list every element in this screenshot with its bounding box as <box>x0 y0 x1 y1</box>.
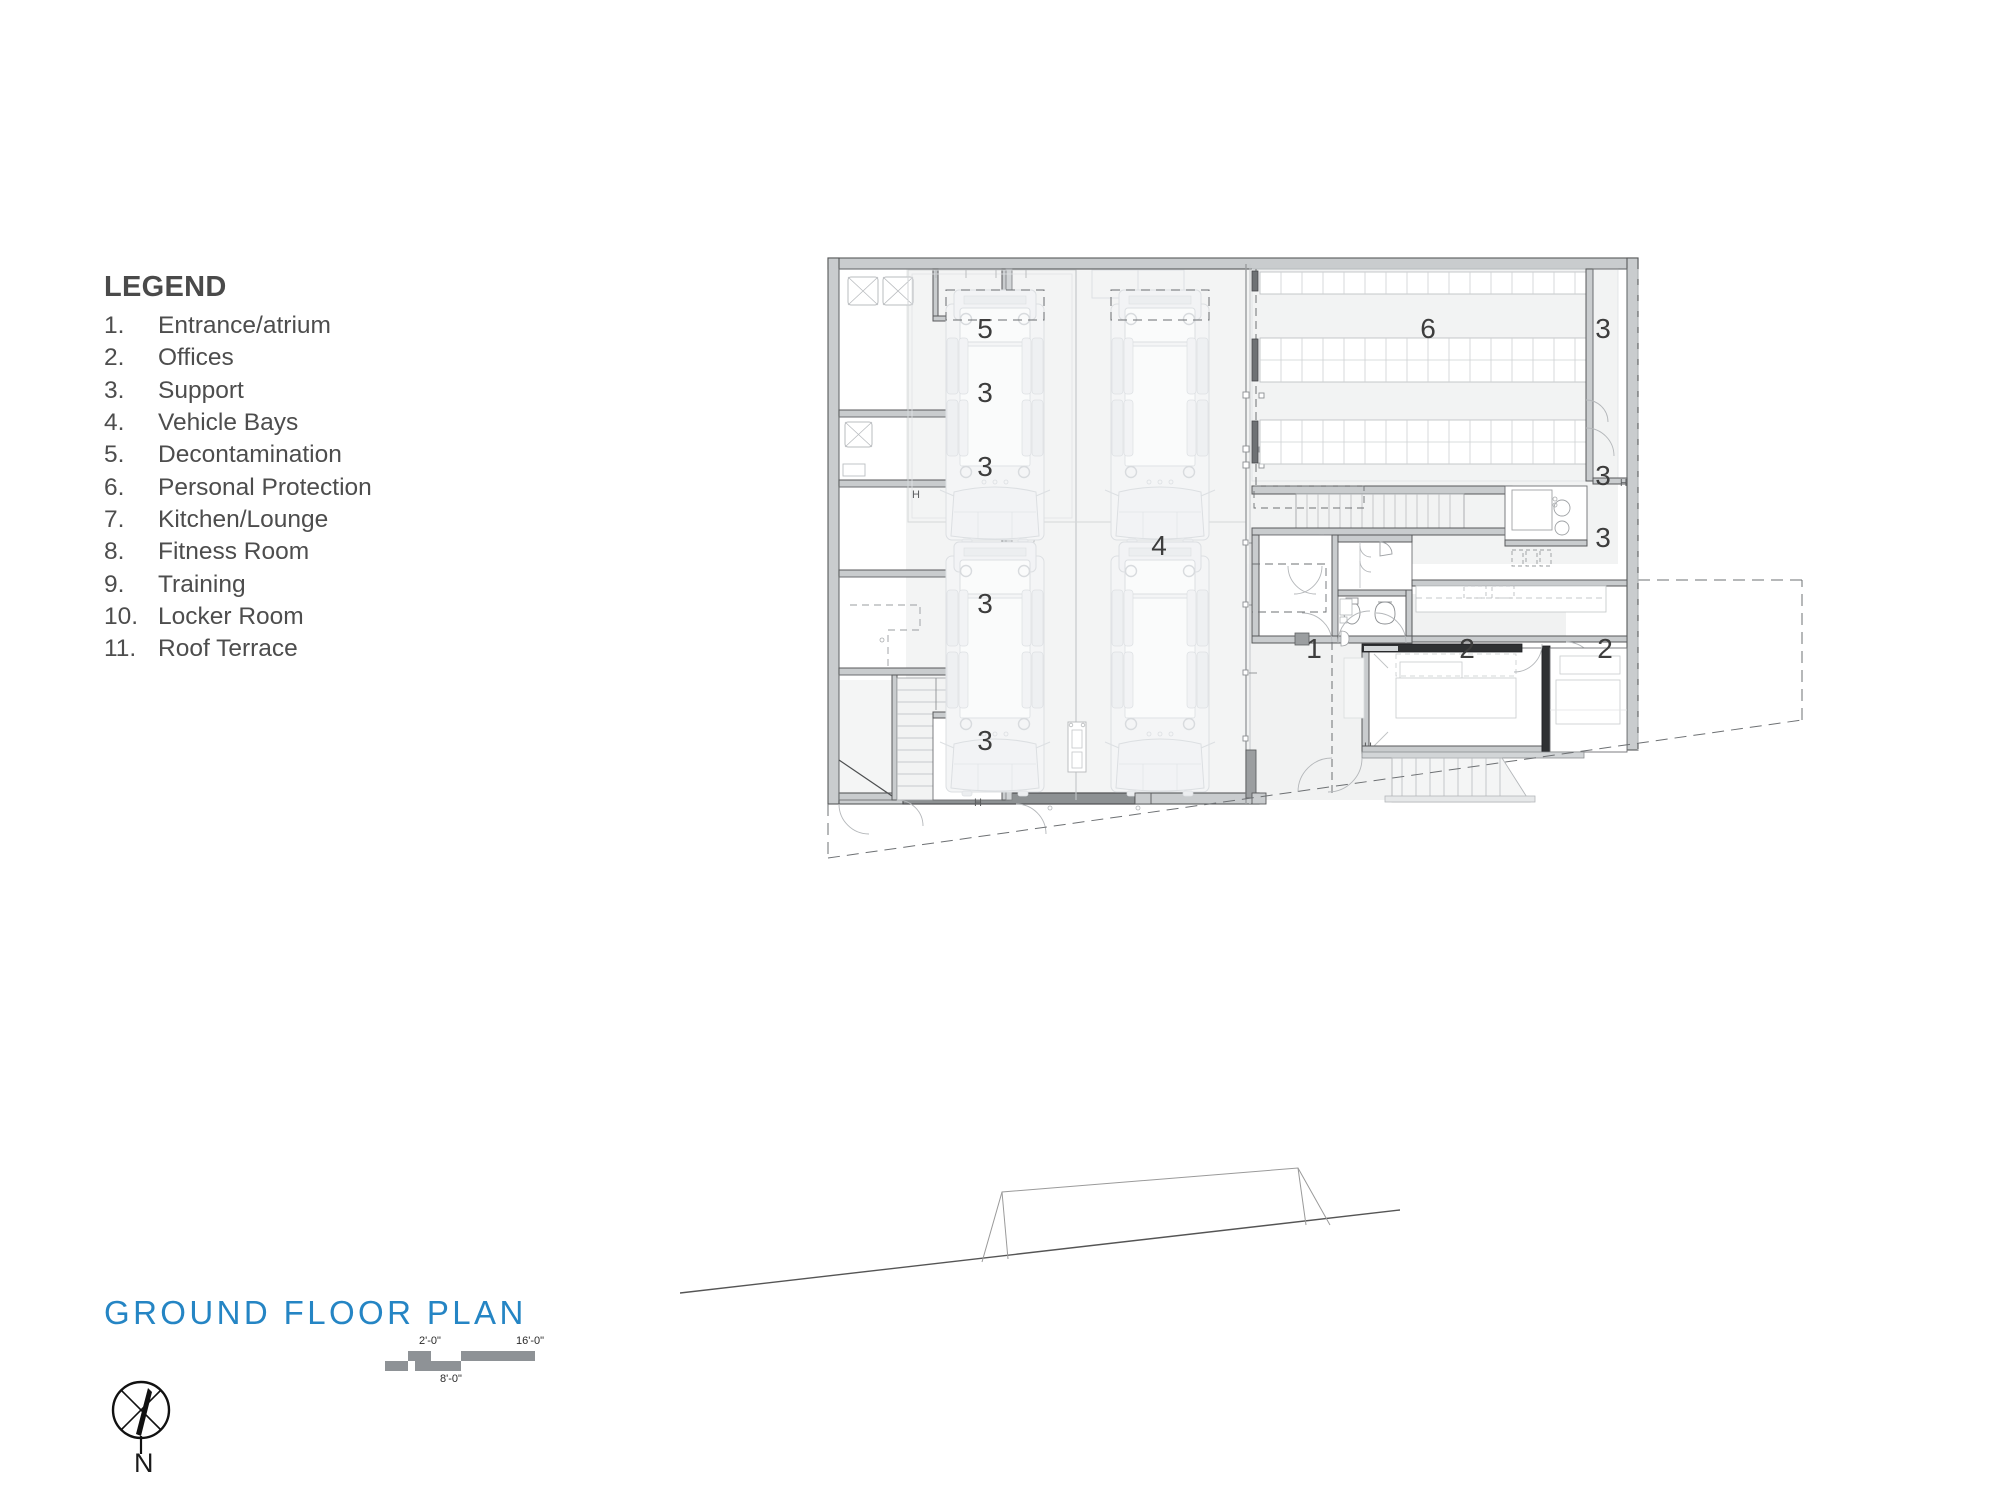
legend-item-5: 5. Decontamination <box>104 439 484 471</box>
legend-item-label: Fitness Room <box>158 538 310 566</box>
legend-item-number: 5. <box>104 441 125 469</box>
legend-item-10: 10. Locker Room <box>104 601 484 633</box>
legend-item-number: 11. <box>104 635 137 663</box>
scale-bar-segment <box>408 1351 431 1361</box>
scale-label-16ft: 16'-0" <box>516 1335 545 1347</box>
legend: LEGEND 1. Entrance/atrium 2. Offices 3. … <box>104 271 484 666</box>
gear-rack-row-2 <box>1251 337 1589 383</box>
room-label-3c: 3 <box>977 588 993 619</box>
legend-item-9: 9. Training <box>104 569 484 601</box>
legend-item-label: Vehicle Bays <box>158 408 299 436</box>
fire-truck-ne <box>1104 289 1216 545</box>
legend-item-number: 4. <box>104 408 125 436</box>
north-label: N <box>134 1448 154 1478</box>
legend-item-number: 1. <box>104 311 125 339</box>
legend-item-7: 7. Kitchen/Lounge <box>104 504 484 536</box>
scale-label-2ft: 2'-0" <box>419 1335 441 1347</box>
room-label-1: 1 <box>1306 633 1322 664</box>
fire-truck-sw <box>939 541 1051 797</box>
scale-bar-segment <box>385 1361 408 1371</box>
legend-item-label: Kitchen/Lounge <box>158 505 329 533</box>
fire-truck-se <box>1104 541 1216 797</box>
legend-item-label: Offices <box>158 344 234 372</box>
room-label-6: 6 <box>1420 313 1436 344</box>
svg-text:H: H <box>912 489 920 501</box>
scale-bar: 2'-0" 8'-0" 16'-0" <box>385 1333 575 1395</box>
legend-item-label: Support <box>158 376 244 404</box>
legend-item-number: 9. <box>104 570 125 598</box>
room-label-5: 5 <box>977 313 993 344</box>
legend-item-number: 7. <box>104 505 125 533</box>
gear-rack-row-3 <box>1251 419 1589 465</box>
room-label-3b: 3 <box>977 451 993 482</box>
plan-title: GROUND FLOOR PLAN <box>104 1294 527 1331</box>
legend-item-1: 1. Entrance/atrium <box>104 310 484 342</box>
legend-item-number: 2. <box>104 344 125 372</box>
legend-item-4: 4. Vehicle Bays <box>104 407 484 439</box>
ground-floor-plan-drawing: H H H H <box>740 250 1810 870</box>
legend-item-3: 3. Support <box>104 375 484 407</box>
room-label-3f: 3 <box>1595 460 1611 491</box>
legend-item-label: Personal Protection <box>158 473 372 501</box>
property-line <box>827 579 1803 859</box>
scale-label-8ft: 8'-0" <box>440 1373 462 1385</box>
room-label-3a: 3 <box>977 377 993 408</box>
room-label-4: 4 <box>1151 530 1167 561</box>
room-label-3e: 3 <box>1595 313 1611 344</box>
gear-rack-row-1 <box>1251 270 1591 295</box>
room-label-2a: 2 <box>1459 633 1475 664</box>
legend-item-number: 3. <box>104 376 125 404</box>
site-section-diagram <box>679 1140 1401 1320</box>
legend-item-label: Training <box>158 570 246 598</box>
room-label-3d: 3 <box>977 725 993 756</box>
room-label-2b: 2 <box>1597 633 1613 664</box>
legend-item-number: 6. <box>104 473 125 501</box>
legend-item-label: Roof Terrace <box>158 635 298 663</box>
legend-item-number: 8. <box>104 538 125 566</box>
legend-title: LEGEND <box>104 271 227 303</box>
legend-item-label: Decontamination <box>158 441 342 469</box>
svg-text:H: H <box>1620 478 1627 489</box>
legend-item-6: 6. Personal Protection <box>104 472 484 504</box>
legend-item-11: 11. Roof Terrace <box>104 633 484 665</box>
north-arrow-icon <box>100 1368 190 1478</box>
fire-truck-nw <box>939 289 1051 545</box>
svg-text:H: H <box>974 797 982 809</box>
scale-bar-segment <box>461 1351 535 1361</box>
legend-item-number: 10. <box>104 602 139 630</box>
legend-item-2: 2. Offices <box>104 342 484 374</box>
room-label-3g: 3 <box>1595 522 1611 553</box>
scale-bar-segment <box>415 1361 461 1371</box>
legend-item-label: Locker Room <box>158 602 304 630</box>
legend-item-8: 8. Fitness Room <box>104 536 484 568</box>
legend-item-label: Entrance/atrium <box>158 311 331 339</box>
